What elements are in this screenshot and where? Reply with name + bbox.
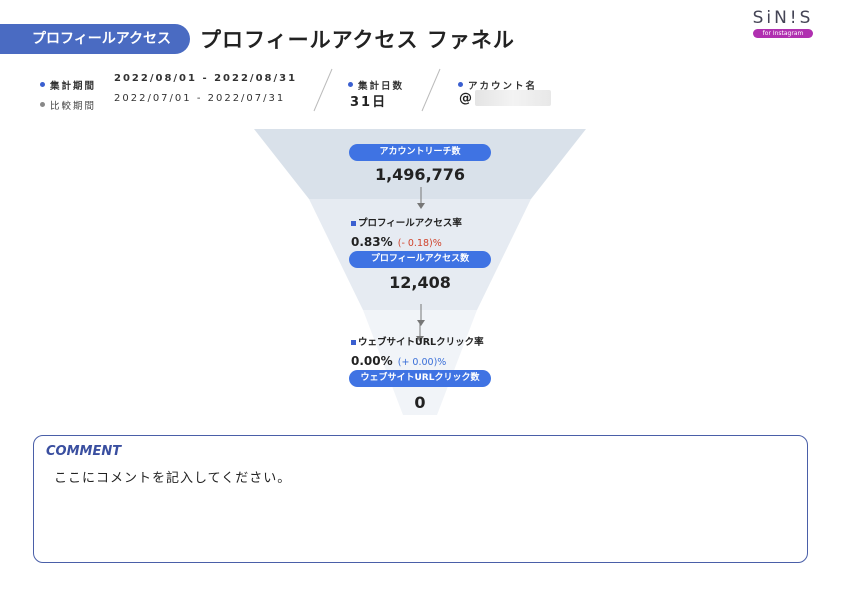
days-row: 集計日数	[348, 74, 404, 93]
divider-slash	[313, 68, 333, 112]
arrow-down-icon	[417, 187, 425, 209]
square-bullet-icon	[351, 340, 356, 345]
arrow-head	[416, 336, 424, 342]
account-row: アカウント名	[458, 74, 537, 93]
profile-rate-label: プロフィールアクセス率	[358, 218, 462, 229]
comment-box[interactable]	[33, 435, 808, 563]
reach-pill: アカウントリーチ数	[349, 144, 491, 161]
compare-row: 比較期間	[40, 94, 96, 113]
comment-text[interactable]: ここにコメントを記入してください。	[54, 471, 292, 486]
web-rate-value: 0.00%	[351, 354, 393, 368]
bullet-icon	[40, 102, 45, 107]
account-label: アカウント名	[468, 81, 538, 92]
profile-rate-label-row: プロフィールアクセス率	[351, 215, 462, 229]
square-bullet-icon	[351, 221, 356, 226]
reach-value: 1,496,776	[374, 165, 466, 184]
logo-wordmark: SiN!S	[752, 8, 814, 28]
web-click-pill: ウェブサイトURLクリック数	[349, 370, 491, 387]
period-value: 2022/08/01 - 2022/08/31	[114, 73, 298, 84]
profile-rate-row: 0.83% (- 0.18)%	[351, 231, 442, 250]
profile-rate-value: 0.83%	[351, 235, 393, 249]
funnel-stage-web	[363, 310, 477, 415]
web-rate-row: 0.00% (+ 0.00)%	[351, 350, 446, 369]
compare-value: 2022/07/01 - 2022/07/31	[114, 93, 286, 104]
profile-rate-delta: (- 0.18)%	[397, 238, 442, 249]
section-tab: プロフィールアクセス	[0, 24, 190, 54]
web-rate-delta: (+ 0.00)%	[397, 357, 447, 368]
logo-subtitle: for Instagram	[753, 29, 813, 38]
account-at: @	[459, 91, 474, 106]
days-value: 31日	[350, 95, 388, 110]
profile-access-pill: プロフィールアクセス数	[349, 251, 491, 268]
compare-label: 比較期間	[50, 101, 97, 112]
days-label: 集計日数	[358, 81, 405, 92]
brand-logo: SiN!S for Instagram	[750, 8, 816, 38]
profile-access-value: 12,408	[389, 273, 451, 292]
divider-slash	[421, 68, 441, 112]
comment-title: COMMENT	[46, 444, 122, 459]
bullet-icon	[458, 82, 463, 87]
period-row: 集計期間	[40, 74, 96, 93]
bullet-icon	[348, 82, 353, 87]
account-name-redacted	[475, 90, 551, 106]
page-title: プロフィールアクセス ファネル	[200, 28, 515, 52]
bullet-icon	[40, 82, 45, 87]
funnel-stage-reach	[254, 129, 586, 199]
web-click-value: 0	[414, 393, 426, 412]
period-label: 集計期間	[50, 81, 97, 92]
arrow-down-icon	[417, 304, 425, 326]
web-rate-label-row: ウェブサイトURLクリック率	[351, 334, 484, 348]
web-rate-label: ウェブサイトURLクリック率	[358, 337, 484, 348]
